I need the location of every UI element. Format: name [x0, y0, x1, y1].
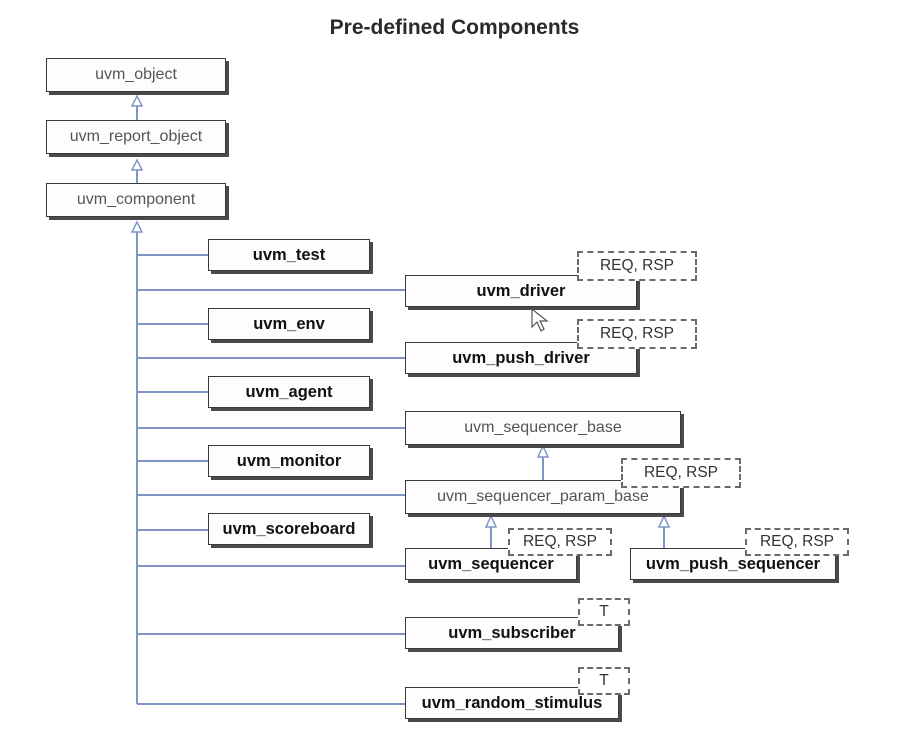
param-sequencer-param-base: REQ, RSP: [621, 458, 741, 488]
param-sequencer: REQ, RSP: [508, 528, 612, 556]
class-uvm-subscriber: uvm_subscriber: [405, 617, 619, 649]
diagram-title: Pre-defined Components: [329, 16, 580, 39]
class-uvm-test: uvm_test: [208, 239, 370, 271]
class-uvm-report-object: uvm_report_object: [46, 120, 226, 154]
param-push-sequencer: REQ, RSP: [745, 528, 849, 556]
class-uvm-object: uvm_object: [46, 58, 226, 92]
mouse-pointer-icon: [531, 308, 549, 332]
class-uvm-component: uvm_component: [46, 183, 226, 217]
class-uvm-scoreboard: uvm_scoreboard: [208, 513, 370, 545]
class-uvm-sequencer-base: uvm_sequencer_base: [405, 411, 681, 445]
class-uvm-sequencer-param-base: uvm_sequencer_param_base: [405, 480, 681, 514]
class-uvm-sequencer: uvm_sequencer: [405, 548, 577, 580]
param-random-stimulus: T: [578, 667, 630, 695]
class-uvm-env: uvm_env: [208, 308, 370, 340]
param-driver: REQ, RSP: [577, 251, 697, 281]
param-subscriber: T: [578, 598, 630, 626]
class-uvm-monitor: uvm_monitor: [208, 445, 370, 477]
param-push-driver: REQ, RSP: [577, 319, 697, 349]
class-uvm-agent: uvm_agent: [208, 376, 370, 408]
